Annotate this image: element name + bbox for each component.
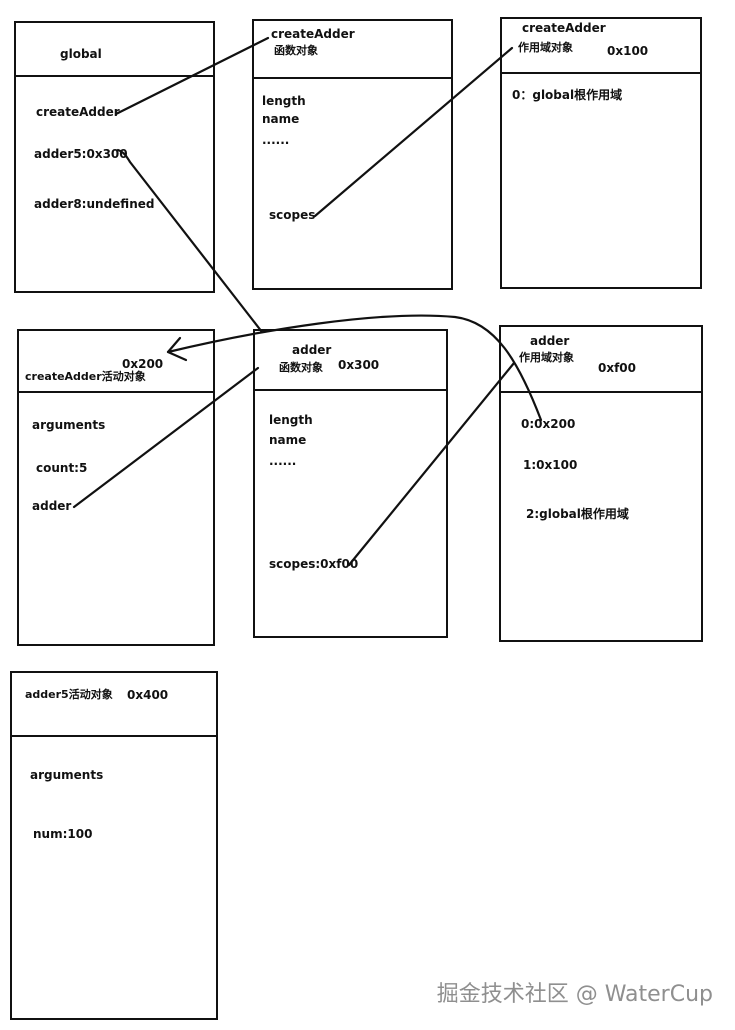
adder-scope-address: 0xf00 xyxy=(598,361,637,375)
createAdder-ao-prop-count: count:5 xyxy=(36,461,88,475)
adder-fn-subtitle: 函数对象 xyxy=(279,361,323,374)
adder-scope-header-divider xyxy=(499,391,703,393)
adder-fn-prop-name: name xyxy=(269,433,307,447)
createAdder-scope-title: createAdder xyxy=(522,21,606,35)
adder5-ao-address: 0x400 xyxy=(127,688,169,702)
createAdder-fn-prop-name: name xyxy=(262,112,300,126)
createAdder-ao-header-divider xyxy=(17,391,215,393)
adder-fn-prop-ellipsis: ...... xyxy=(269,454,297,468)
adder-scope-item-1: 1:0x100 xyxy=(523,458,578,472)
adder-fn-prop-length: length xyxy=(269,413,313,427)
createAdder-fn-title: createAdder xyxy=(271,27,355,41)
adder-scope-item-0: 0:0x200 xyxy=(521,417,576,431)
createAdder-function-object-box xyxy=(252,19,453,290)
createAdder-scope-item-0: 0：global根作用域 xyxy=(512,88,623,102)
adder-scope-title: adder xyxy=(530,334,570,348)
adder5-activation-object-box xyxy=(10,671,218,1020)
createAdder-fn-prop-ellipsis: ...... xyxy=(262,133,290,147)
global-prop-createAdder: createAdder xyxy=(36,105,120,119)
createAdder-ao-prop-arguments: arguments xyxy=(32,418,106,432)
adder5-ao-header-divider xyxy=(10,735,218,737)
adder-scope-item-2: 2:global根作用域 xyxy=(526,507,629,521)
createAdder-fn-header-divider xyxy=(252,77,453,79)
adder-fn-prop-scopes: scopes:0xf00 xyxy=(269,557,359,571)
adder-fn-address: 0x300 xyxy=(338,358,380,372)
createAdder-scope-header-divider xyxy=(500,72,702,74)
createAdder-fn-prop-scopes: scopes xyxy=(269,208,316,222)
createAdder-fn-prop-length: length xyxy=(262,94,306,108)
adder-scope-subtitle: 作用域对象 xyxy=(519,351,574,364)
global-title: global xyxy=(60,47,102,61)
createAdder-fn-subtitle: 函数对象 xyxy=(274,44,318,57)
createAdder-scope-address: 0x100 xyxy=(607,44,649,58)
adder-function-object-box xyxy=(253,329,448,638)
adder5-ao-title: adder5活动对象 xyxy=(25,688,113,701)
createAdder-ao-prop-adder: adder xyxy=(32,499,72,513)
createAdder-scope-subtitle: 作用域对象 xyxy=(518,41,573,54)
createAdder-ao-title: createAdder活动对象 xyxy=(25,370,146,383)
adder-fn-header-divider xyxy=(253,389,448,391)
global-prop-adder5: adder5:0x300 xyxy=(34,147,128,161)
global-prop-adder8: adder8:undefined xyxy=(34,197,155,211)
adder5-ao-prop-arguments: arguments xyxy=(30,768,104,782)
adder-fn-title: adder xyxy=(292,343,332,357)
watermark: 掘金技术社区 @ WaterCup xyxy=(436,982,713,1007)
createAdder-scope-object-box xyxy=(500,17,702,289)
global-header-divider xyxy=(14,75,215,77)
adder5-ao-prop-num: num:100 xyxy=(33,827,93,841)
